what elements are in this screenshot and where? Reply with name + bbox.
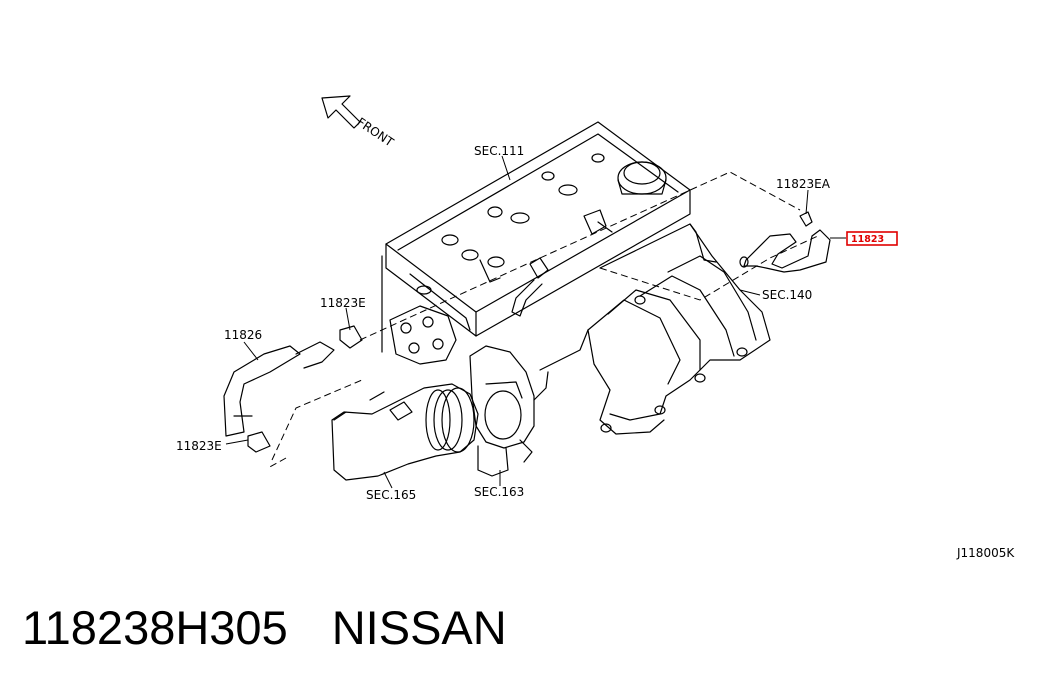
brand-name: NISSAN	[331, 601, 507, 654]
callout-sec-163: SEC.163	[474, 485, 524, 499]
front-label: FRONT	[354, 115, 396, 150]
leader-lines	[225, 155, 846, 489]
pcv-hose-11823	[739, 211, 831, 273]
callout-sec-140: SEC.140	[762, 288, 812, 302]
intake-manifold	[539, 223, 771, 435]
highlight-box	[846, 231, 898, 246]
throttle-body	[469, 345, 549, 477]
callout-11826: 11826	[224, 328, 262, 342]
pcv-valve	[583, 209, 613, 235]
clamp-11823e-bottom	[247, 431, 271, 453]
reference-lines	[267, 171, 821, 469]
front-arrow-icon	[321, 95, 361, 129]
part-caption: 118238H305 NISSAN	[22, 598, 507, 658]
oil-filler-cap	[617, 161, 667, 195]
cylinder-head	[381, 121, 691, 353]
breather-hose-upper	[511, 257, 549, 317]
callout-11823e-top: 11823E	[320, 296, 366, 310]
callout-sec-111: SEC.111	[474, 144, 524, 158]
callout-11823-highlighted: 11823	[851, 234, 884, 245]
air-inlet-duct	[331, 383, 479, 481]
callout-11823ea: 11823EA	[776, 177, 831, 191]
clamp-11823e-top	[339, 325, 363, 349]
part-number: 118238H305	[22, 601, 288, 654]
callout-11823e-bottom: 11823E	[176, 439, 222, 453]
intake-flange	[389, 305, 457, 365]
figure-id: J118005K	[956, 546, 1015, 560]
hose-11826	[223, 341, 335, 437]
callout-sec-165: SEC.165	[366, 488, 416, 502]
